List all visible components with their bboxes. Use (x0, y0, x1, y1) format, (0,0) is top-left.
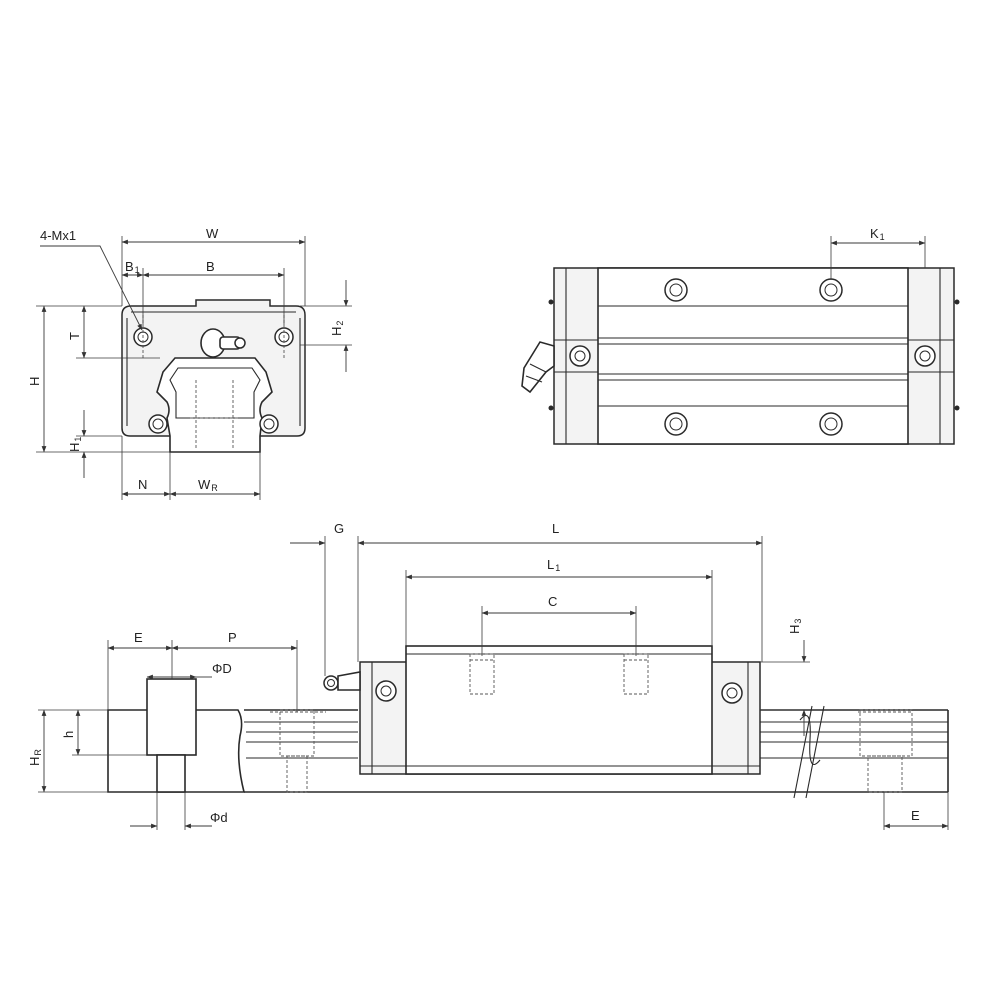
top-dimensions (830, 236, 926, 280)
end-seal-hole-icon (914, 345, 936, 367)
svg-text:H: H (27, 377, 42, 386)
top-grease-nipple-icon (521, 341, 555, 394)
svg-text:HR: HR (27, 749, 43, 766)
top-view: K1 (521, 226, 960, 445)
front-rail-profile (156, 357, 273, 453)
mount-hole-icon (148, 414, 168, 434)
top-mounting-holes (548, 278, 960, 436)
end-seal-hole-icon (569, 345, 591, 367)
label-n: N (138, 477, 147, 492)
label-e-right: E (911, 808, 920, 823)
svg-text:H2: H2 (329, 321, 345, 336)
label-c: C (548, 594, 557, 609)
label-p: P (228, 630, 237, 645)
label-phi-big-d: ΦD (212, 661, 232, 676)
label-h2: H2 (329, 321, 345, 336)
svg-text:H3: H3 (787, 619, 803, 634)
label-h3: H3 (787, 619, 803, 634)
label-w: W (206, 226, 219, 241)
side-hole-icon (721, 682, 743, 704)
front-dimensions (36, 236, 352, 500)
side-carriage-block (359, 645, 761, 775)
label-phi-small-d: Φd (210, 810, 228, 825)
mount-hole-icon (819, 278, 843, 302)
label-4-mx1: 4-Mx1 (40, 228, 76, 243)
label-t: T (67, 332, 82, 340)
front-grease-nipple-icon (200, 328, 246, 358)
rail-body (244, 705, 949, 799)
label-wr: WR (198, 477, 218, 493)
mount-hole-icon (664, 278, 688, 302)
mount-hole-icon (664, 412, 688, 436)
label-h: H (27, 377, 42, 386)
top-carriage-block (553, 267, 955, 445)
side-hole-icon (375, 680, 397, 702)
side-dimensions (38, 536, 949, 830)
label-b1: B1 (125, 259, 140, 275)
svg-text:H1: H1 (67, 437, 83, 452)
front-view: 4-Mx1 W B1 B H2 T H H1 N WR (27, 226, 352, 500)
label-h-small: h (61, 731, 76, 738)
mount-hole-icon (259, 414, 279, 434)
label-h1: H1 (67, 437, 83, 452)
label-g: G (334, 521, 344, 536)
label-l: L (552, 521, 559, 536)
label-l1: L1 (547, 557, 560, 573)
svg-text:h: h (61, 731, 76, 738)
label-b: B (206, 259, 215, 274)
side-view: G L L1 C H3 E P ΦD HR h Φd E (27, 521, 949, 830)
mount-hole-icon (819, 412, 843, 436)
svg-text:T: T (67, 332, 82, 340)
label-k1: K1 (870, 226, 885, 242)
label-hr: HR (27, 749, 43, 766)
rail-cut-end (107, 678, 246, 793)
label-e-left: E (134, 630, 143, 645)
front-mounting-holes (133, 315, 294, 434)
side-grease-nipple-icon (323, 671, 361, 691)
